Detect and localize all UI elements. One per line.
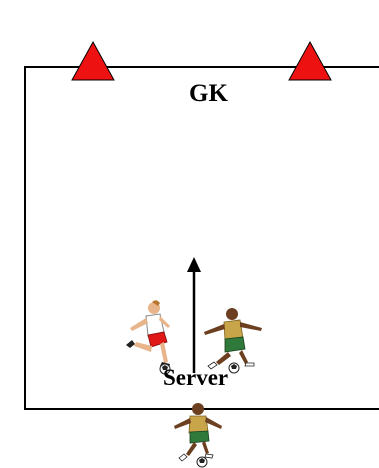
arrow-icon [187,257,201,373]
goalkeeper-label: GK [189,80,228,107]
defending-player-icon [204,308,262,374]
attacking-player-icon [126,300,171,375]
server-label: Server [163,365,229,390]
cone-icon [288,40,332,81]
server-player-icon [174,403,222,468]
cone-icon [71,40,115,81]
